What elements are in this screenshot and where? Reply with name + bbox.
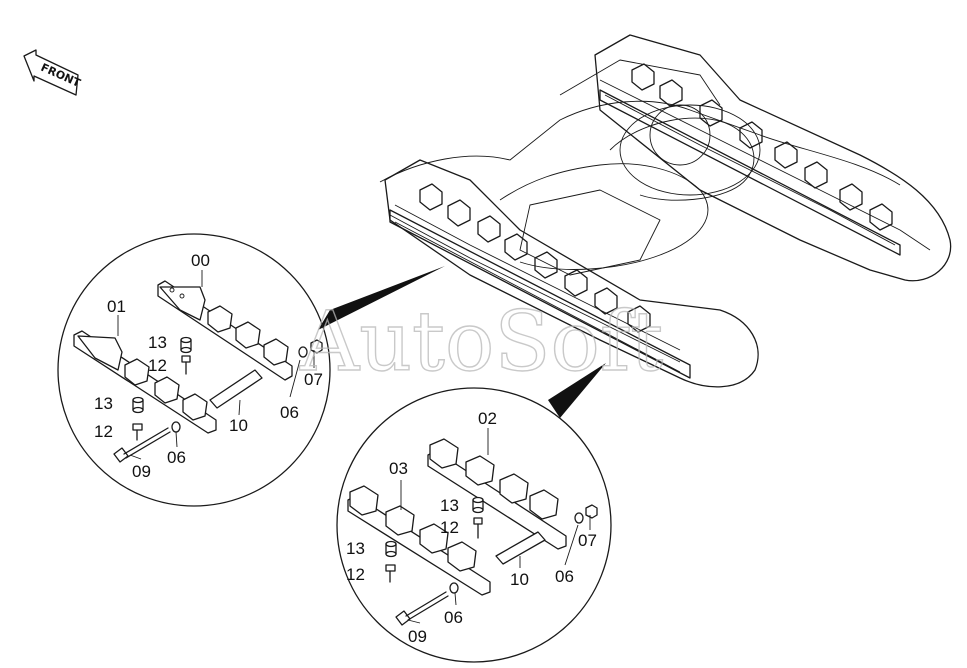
callout-13: 13 [94, 394, 113, 413]
upper-guide-plate-part [157, 280, 293, 381]
bolt-12-upper [473, 517, 483, 539]
nut-07 [310, 339, 323, 354]
callout-10: 10 [510, 570, 529, 589]
bolt-12-lower [132, 423, 143, 441]
washer-06-right [298, 346, 308, 358]
front-direction-arrow-icon: FRONT [23, 49, 83, 96]
detail-circle-left: 00 01 13 12 13 12 10 06 07 09 06 [57, 233, 331, 507]
callout-13: 13 [148, 333, 167, 352]
callout-03: 03 [389, 459, 408, 478]
long-bolt-09 [395, 591, 449, 626]
washer-06-right [574, 512, 584, 524]
callout-07: 07 [578, 531, 597, 550]
callout-12: 12 [148, 356, 167, 375]
upper-guide-plate-part [427, 438, 567, 550]
washer-06-left [449, 582, 459, 594]
callout-12: 12 [440, 518, 459, 537]
front-label: FRONT [39, 61, 83, 90]
spacer-13-lower [385, 540, 397, 558]
callout-10: 10 [229, 416, 248, 435]
track-frame-assembly [379, 34, 952, 388]
detail-circle-right: 02 03 13 12 13 12 10 06 07 09 06 [336, 387, 612, 663]
callout-02: 02 [478, 409, 497, 428]
callout-06: 06 [280, 403, 299, 422]
callout-06: 06 [444, 608, 463, 627]
watermark: AutoSoft [299, 295, 663, 390]
pipe-10 [209, 369, 263, 409]
callout-06: 06 [167, 448, 186, 467]
callout-06: 06 [555, 567, 574, 586]
callout-13: 13 [440, 496, 459, 515]
pipe-10 [495, 531, 546, 565]
callout-07: 07 [304, 370, 323, 389]
spacer-13-upper [472, 496, 484, 514]
bolt-12-upper [181, 355, 191, 375]
nut-07 [585, 504, 598, 519]
lower-guide-plate-part [347, 485, 491, 596]
washer-06-left [171, 421, 181, 433]
bolt-12-lower [385, 564, 396, 583]
spacer-13-upper [180, 336, 192, 354]
callout-00: 00 [191, 251, 210, 270]
callout-01: 01 [107, 297, 126, 316]
callout-13: 13 [346, 539, 365, 558]
spacer-13-lower [132, 396, 144, 414]
detail-pointer-right [548, 363, 606, 418]
callout-12: 12 [94, 422, 113, 441]
long-bolt-09 [113, 427, 171, 463]
callout-09: 09 [132, 462, 151, 481]
callout-12: 12 [346, 565, 365, 584]
detail-pointer-left [318, 266, 445, 330]
lower-guide-plate-part [73, 330, 217, 434]
callout-09: 09 [408, 627, 427, 646]
